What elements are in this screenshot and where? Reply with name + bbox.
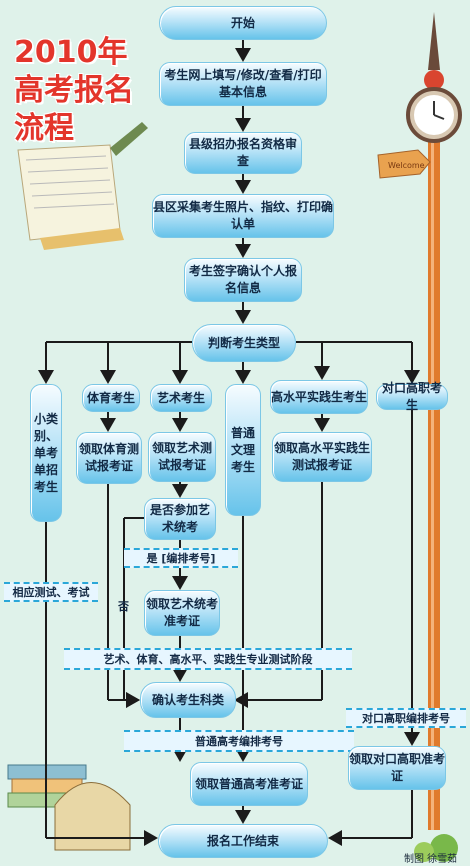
branch-art-student: 艺术考生 [150, 384, 212, 412]
decision-student-type: 判断考生类型 [192, 324, 296, 362]
step-confirm-category: 确认考生科类 [140, 682, 236, 718]
clock-pole-illustration: Welcome [377, 12, 462, 862]
step-sign-confirm: 考生签字确认个人报名信息 [184, 258, 302, 302]
welcome-sign-text: Welcome [388, 161, 425, 170]
branch-small-category: 小类别、单考单招考生 [30, 384, 62, 522]
step-general-admit: 领取普通高考准考证 [190, 762, 308, 806]
step-pe-ticket: 领取体育测试报考证 [76, 432, 142, 484]
label-no: 否 [118, 600, 129, 613]
step-high-level-ticket: 领取高水平实践生测试报考证 [272, 432, 372, 482]
step-collect-photo: 县区采集考生照片、指纹、打印确认单 [152, 194, 334, 238]
start-node: 开始 [159, 6, 327, 40]
poster-title-process: 流程 [14, 111, 74, 146]
step-online-fill: 考生网上填写/修改/查看/打印基本信息 [159, 62, 327, 106]
bar-yes-number: 是 [编排考号] [124, 548, 238, 568]
end-node: 报名工作结束 [158, 824, 328, 858]
branch-vocational: 对口高职考生 [376, 381, 448, 412]
credit-text: 制图 徐雪茹 [404, 854, 458, 865]
bar-general-number: 普通高考编排考号 [124, 730, 354, 752]
poster-title-year: 2010年 [14, 35, 128, 70]
poster-title-main: 高考报名 [14, 73, 134, 108]
step-county-review: 县级招办报名资格审查 [184, 132, 302, 174]
decision-art-unified: 是否参加艺术统考 [144, 498, 216, 540]
bar-special-test: 艺术、体育、高水平、实践生专业测试阶段 [64, 648, 352, 670]
branch-general-student: 普通文理考生 [225, 384, 261, 516]
step-vocational-admit: 领取对口高职准考证 [348, 746, 446, 790]
branch-high-level: 高水平实践生考生 [270, 380, 368, 414]
branch-pe-student: 体育考生 [82, 384, 140, 412]
step-art-ticket: 领取艺术测试报考证 [148, 432, 216, 482]
bar-relevant-exam: 相应测试、考试 [4, 582, 98, 602]
paper-pen-illustration [17, 122, 148, 250]
bar-vocational-number: 对口高职编排考号 [346, 708, 466, 728]
step-art-unified-ticket: 领取艺术统考准考证 [144, 590, 220, 636]
